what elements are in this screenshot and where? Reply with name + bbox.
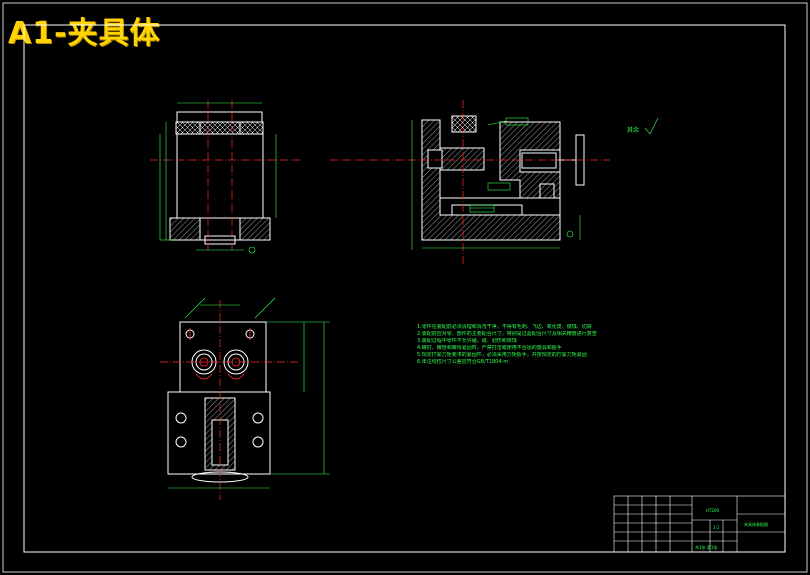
section-view: 其余 <box>330 100 659 265</box>
note-line: 6.未注线性尺寸公差应符合GB/T1804-m <box>417 359 509 365</box>
title-block-text: HT200 夹具体装配图 1:1 共1张 第1张 <box>695 508 768 550</box>
roughness-note: 其余 <box>627 126 639 134</box>
note-line: 3.装配过程中零件不允许磕、碰、划伤和锈蚀 <box>417 338 517 344</box>
title-block-sheet: 共1张 第1张 <box>695 544 717 550</box>
title-block-drawing-name: 夹具体装配图 <box>744 521 768 527</box>
technical-requirements: 1.零件在装配前必须清理和清洗干净，不得有毛刺、飞边、氧化皮、锈蚀、切屑 2.装… <box>417 324 647 366</box>
drawing-title: A1-夹具体 <box>8 16 161 51</box>
note-line: 5.规定拧紧力矩要求的紧固件，必须采用力矩扳手，并按规定的拧紧力矩紧固 <box>417 352 587 358</box>
note-line: 1.零件在装配前必须清理和清洗干净，不得有毛刺、飞边、氧化皮、锈蚀、切屑 <box>417 324 592 330</box>
note-line: 4.螺钉、螺栓和螺母紧固时，严禁打击或使用不合适的旋具和扳手 <box>417 345 562 351</box>
note-line: 2.装配前应对零、部件的主要配合尺寸，特别是过盈配合尺寸及相关精度进行复查 <box>417 331 597 337</box>
top-view <box>160 297 330 500</box>
title-block-scale: 1:1 <box>713 525 720 530</box>
title-block <box>613 495 786 553</box>
front-view <box>150 100 300 254</box>
title-block-material: HT200 <box>706 508 720 513</box>
